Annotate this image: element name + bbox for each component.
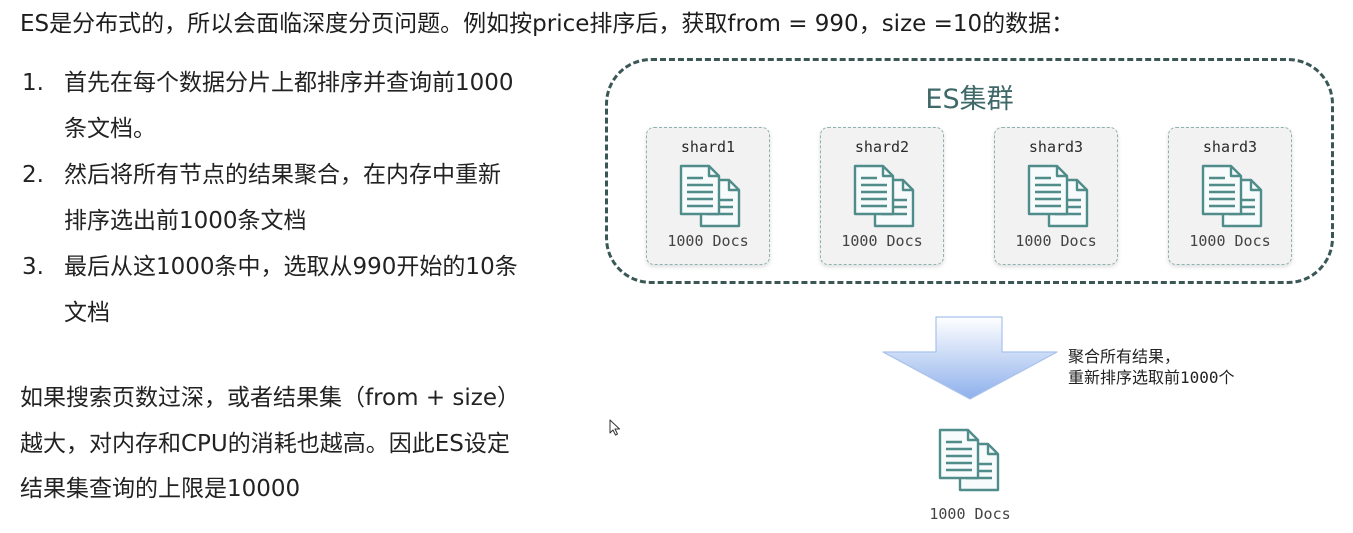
- shard-card: shard1 1000 Docs: [646, 127, 770, 265]
- steps-list: 1. 首先在每个数据分片上都排序并查询前1000 条文档。 2. 然后将所有节点…: [22, 60, 562, 336]
- list-item: 3. 最后从这1000条中，选取从990开始的10条 文档: [22, 244, 562, 336]
- shard-name: shard3: [1028, 138, 1084, 156]
- step-text: 文档: [64, 300, 110, 326]
- shard-doc-count: 1000 Docs: [841, 232, 923, 250]
- step-text: 然后将所有节点的结果聚合，在内存中重新: [64, 162, 501, 188]
- step-text: 最后从这1000条中，选取从990开始的10条: [64, 254, 518, 280]
- mouse-cursor-icon: [609, 419, 620, 436]
- shard-name: shard3: [1202, 138, 1258, 156]
- result-doc-count: 1000 Docs: [929, 505, 1011, 523]
- annotation-line: 聚合所有结果，: [1068, 347, 1181, 366]
- document-stack-icon: [934, 426, 1004, 492]
- shard-card: shard3 1000 Docs: [1168, 127, 1292, 265]
- down-arrow-icon: [882, 316, 1058, 400]
- summary-line: 越大，对内存和CPU的消耗也越高。因此ES设定: [20, 430, 510, 457]
- step-text: 首先在每个数据分片上都排序并查询前1000: [64, 70, 514, 96]
- document-stack-icon: [1025, 162, 1091, 228]
- summary-line: 如果搜索页数过深，或者结果集（from + size）: [20, 385, 521, 411]
- step-number: 3.: [22, 254, 44, 280]
- summary-paragraph: 如果搜索页数过深，或者结果集（from + size） 越大，对内存和CPU的消…: [20, 376, 560, 513]
- shard-doc-count: 1000 Docs: [667, 232, 749, 250]
- shard-name: shard2: [854, 138, 910, 156]
- step-text: 排序选出前1000条文档: [64, 208, 307, 234]
- document-stack-icon: [851, 162, 917, 228]
- shard-card: shard3 1000 Docs: [994, 127, 1118, 265]
- es-cluster-box: ES集群 shard1 1000 Docs shard2 1000 Docs s…: [605, 58, 1334, 284]
- document-stack-icon: [1199, 162, 1265, 228]
- shard-name: shard1: [680, 138, 736, 156]
- list-item: 2. 然后将所有节点的结果聚合，在内存中重新 排序选出前1000条文档: [22, 152, 562, 244]
- step-number: 1.: [22, 70, 44, 96]
- shard-doc-count: 1000 Docs: [1189, 232, 1271, 250]
- annotation-line: 重新排序选取前1000个: [1068, 368, 1235, 387]
- cluster-title: ES集群: [925, 84, 1014, 115]
- intro-text: ES是分布式的，所以会面临深度分页问题。例如按price排序后，获取from =…: [20, 11, 1075, 37]
- document-stack-icon: [677, 162, 743, 228]
- step-number: 2.: [22, 162, 44, 188]
- shard-card: shard2 1000 Docs: [820, 127, 944, 265]
- summary-line: 结果集查询的上限是10000: [20, 476, 301, 502]
- list-item: 1. 首先在每个数据分片上都排序并查询前1000 条文档。: [22, 60, 562, 152]
- arrow-annotation: 聚合所有结果， 重新排序选取前1000个: [1068, 346, 1235, 388]
- shard-doc-count: 1000 Docs: [1015, 232, 1097, 250]
- step-text: 条文档。: [64, 116, 156, 142]
